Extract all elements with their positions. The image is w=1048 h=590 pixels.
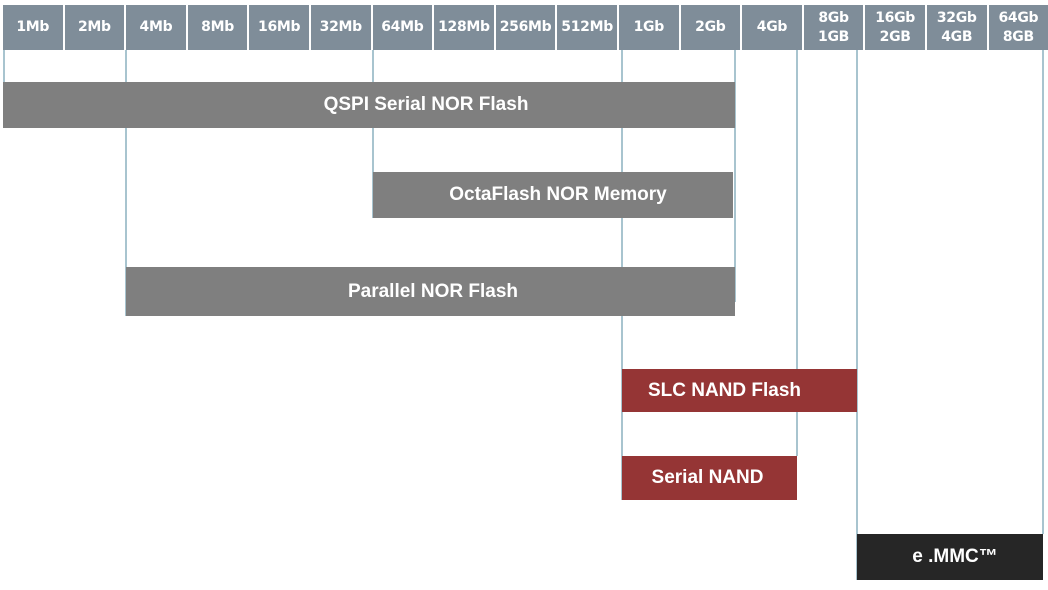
header-cell-label: 32Gb	[936, 9, 977, 26]
header-cell-label: 32Mb	[319, 19, 363, 35]
header-cell-sublabel: 4GB	[941, 28, 973, 45]
header-cell-label: 16Mb	[258, 19, 301, 35]
bar-label: Serial NAND	[651, 467, 764, 488]
bar-label: OctaFlash NOR Memory	[449, 184, 667, 205]
range-guide-line	[372, 50, 374, 218]
header-cell-sublabel: 1GB	[818, 28, 850, 45]
header-cell-label: 8Gb	[818, 9, 849, 26]
header-cell-label: 8Mb	[201, 19, 234, 35]
range-guide-line	[1042, 50, 1044, 534]
header-cell-label: 1Gb	[633, 19, 665, 35]
range-guide-line	[3, 50, 5, 103]
header-cell-2mb: 2Mb	[64, 5, 125, 50]
bar-emmc: e .MMC™	[857, 534, 1043, 580]
bar-label: QSPI Serial NOR Flash	[323, 94, 529, 115]
bar-label: SLC NAND Flash	[647, 379, 802, 401]
range-guide-line	[734, 50, 736, 302]
header-cell-256mb: 256Mb	[495, 5, 556, 50]
header-cell-label: 256Mb	[499, 19, 552, 35]
header-cell-4mb: 4Mb	[126, 5, 186, 50]
range-guide-line	[125, 50, 127, 316]
bar-qspi-serial-nor-flash: QSPI Serial NOR Flash	[3, 82, 735, 128]
header-cell-8mb: 8Mb	[187, 5, 248, 50]
header-cell-label: 1Mb	[16, 19, 50, 35]
bar-label: Parallel NOR Flash	[347, 280, 518, 302]
header-cell-32gb: 32Gb 4GB	[927, 5, 987, 50]
header-cell-2gb: 2Gb	[680, 5, 741, 50]
bar-label: e .MMC™	[912, 546, 998, 567]
header-cell-label: 64Gb	[998, 9, 1039, 26]
header-cell-label: 2Mb	[77, 19, 111, 35]
header-cell-label: 16Gb	[875, 9, 916, 26]
bar-serial-nand: Serial NAND	[622, 456, 797, 500]
header-cell-16mb: 16Mb	[249, 5, 309, 50]
header-cell-label: 512Mb	[561, 19, 613, 35]
header-cell-label: 128Mb	[438, 19, 490, 35]
bar-parallel-nor-flash: Parallel NOR Flash	[126, 267, 735, 316]
header-cell-128mb: 128Mb	[434, 5, 494, 50]
header-cell-label: 64Mb	[381, 19, 424, 35]
header-cell-64gb: 64Gb 8GB	[988, 5, 1048, 50]
header-cell-512mb: 512Mb	[557, 5, 617, 50]
header-cell-1gb: 1Gb	[619, 5, 679, 50]
header-cell-64mb: 64Mb	[372, 5, 433, 50]
header-cell-label: 4Mb	[139, 19, 173, 35]
bar-slc-nand-flash: SLC NAND Flash	[622, 369, 857, 412]
header-cell-sublabel: 8GB	[1002, 28, 1034, 45]
range-guide-line	[856, 50, 858, 580]
header-cell-16gb: 16Gb 2GB	[865, 5, 925, 50]
header-cell-4gb: 4Gb	[742, 5, 802, 50]
header-cell-label: 4Gb	[756, 19, 788, 35]
header-cell-label: 2Gb	[695, 19, 726, 35]
range-guide-line	[796, 50, 798, 456]
bar-octaflash-nor-memory: OctaFlash NOR Memory	[373, 172, 733, 218]
header-cell-sublabel: 2GB	[879, 28, 911, 45]
header-cell-1mb: 1Mb	[3, 5, 63, 50]
header-cell-32mb: 32Mb	[311, 5, 371, 50]
